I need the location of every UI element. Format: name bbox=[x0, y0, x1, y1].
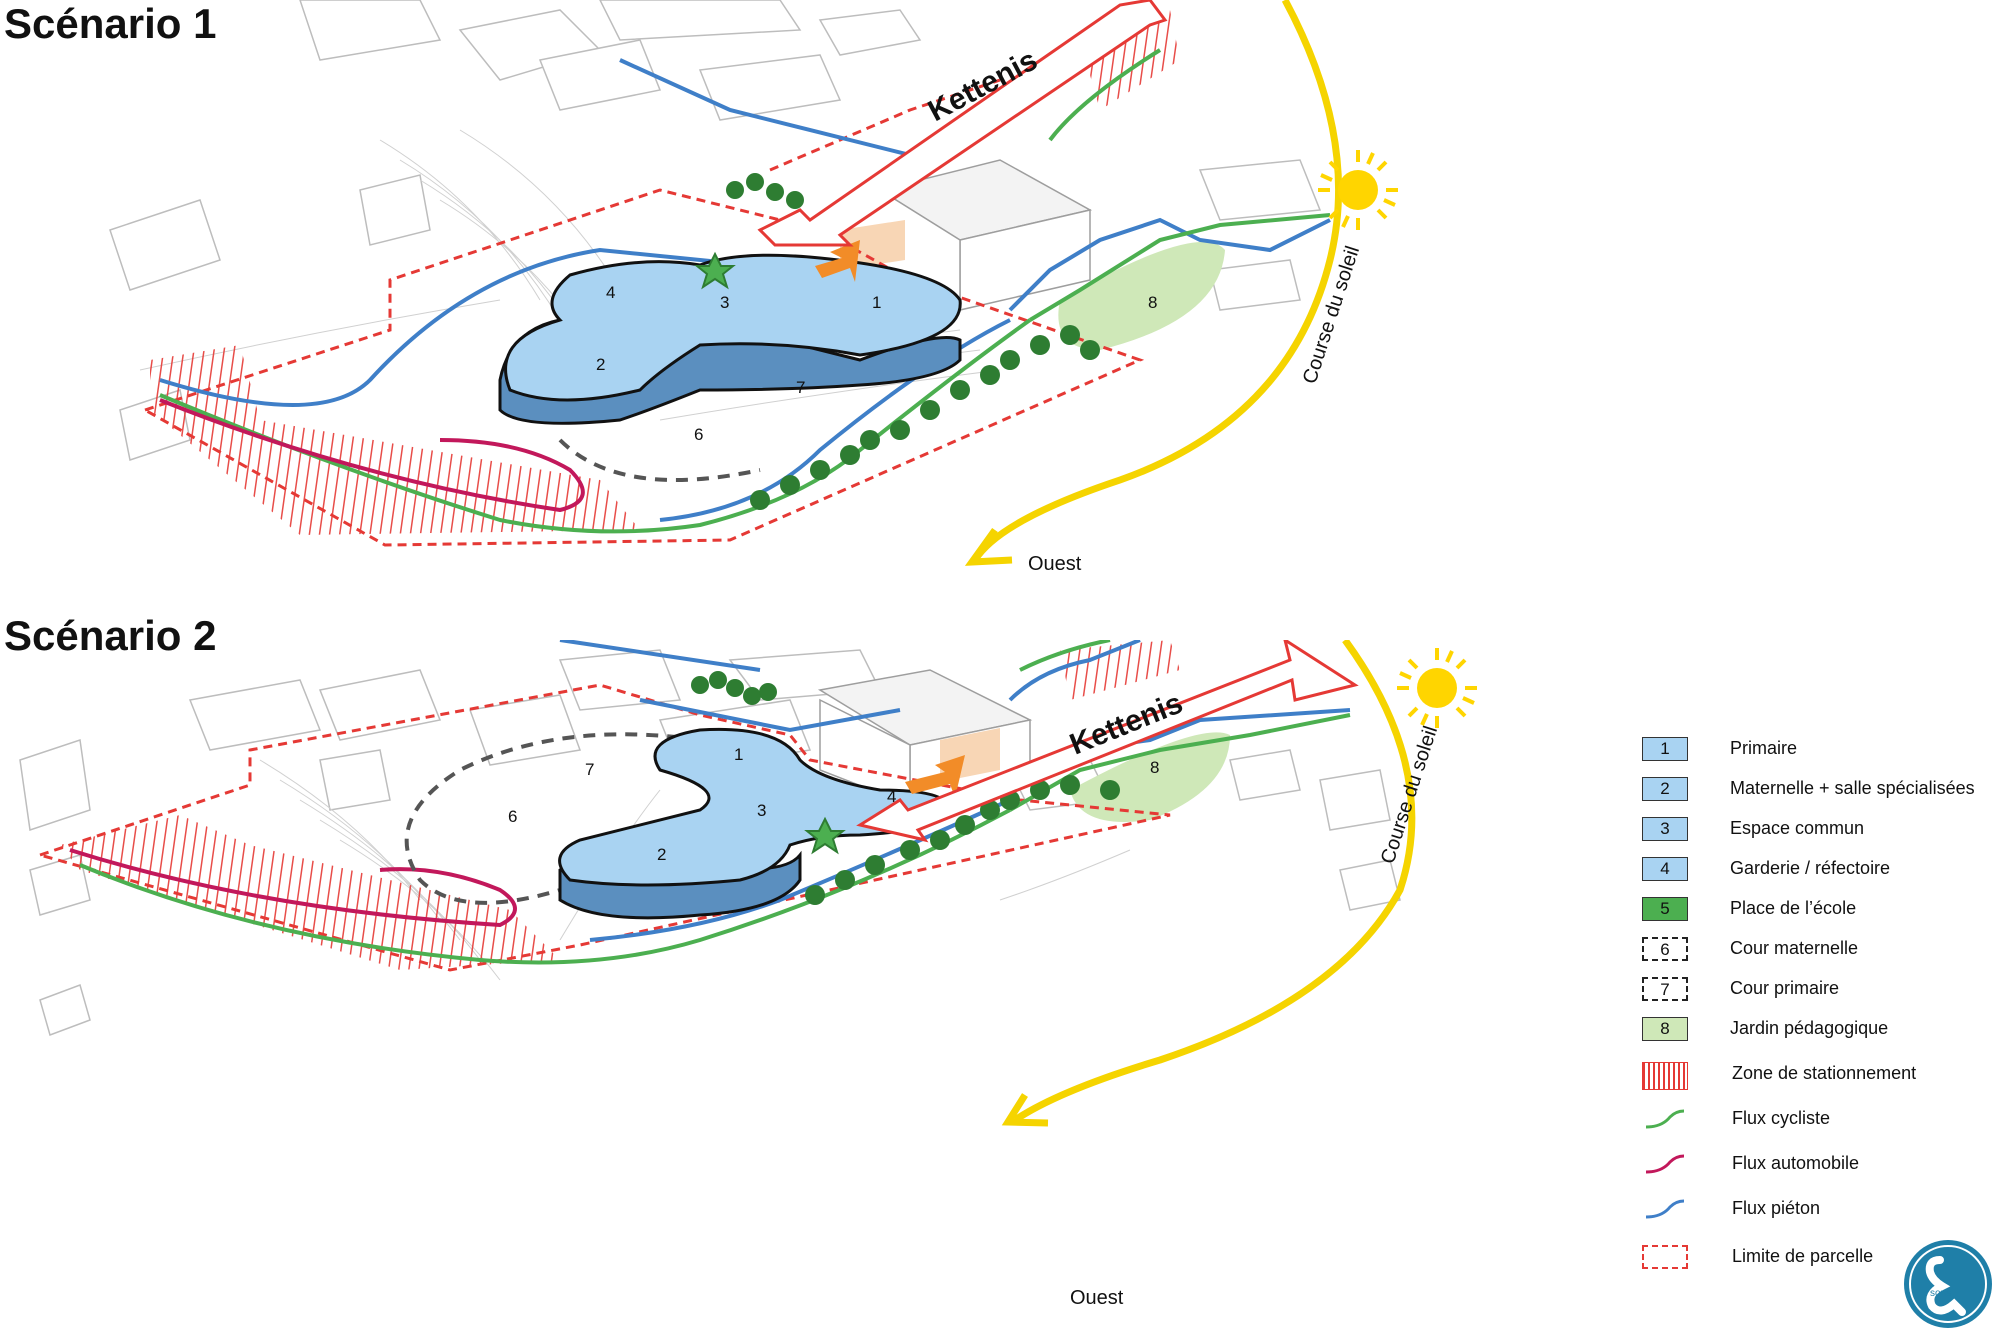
legend-swatch: 7 bbox=[1642, 977, 1688, 1001]
legend-label: Flux piéton bbox=[1732, 1198, 1821, 1218]
zone-8-garden bbox=[1058, 241, 1225, 350]
zone-7-label: 7 bbox=[585, 760, 594, 779]
school-square-marker bbox=[694, 251, 736, 290]
legend-label: Primaire bbox=[1730, 738, 1798, 758]
trees bbox=[726, 173, 1100, 510]
legend-swatch: 8 bbox=[1642, 1017, 1688, 1041]
legend-swatch bbox=[1642, 1062, 1688, 1090]
legend-item: Flux piéton bbox=[1638, 1195, 2000, 1225]
zone-6-label: 6 bbox=[694, 425, 703, 444]
zone-1-label: 1 bbox=[872, 293, 881, 312]
trees bbox=[691, 671, 1120, 905]
kettenis-street-arrow bbox=[856, 640, 1359, 843]
scenario-2-title: Scénario 2 bbox=[4, 612, 217, 659]
sun-path-arc bbox=[972, 0, 1343, 562]
legend-label: Espace commun bbox=[1730, 818, 1865, 838]
legend-label: Maternelle + salle spécialisées bbox=[1730, 778, 1975, 798]
zone-8-label: 8 bbox=[1148, 293, 1157, 312]
zone-2-label: 2 bbox=[596, 355, 605, 374]
legend-swatch: 1 bbox=[1642, 737, 1688, 761]
cyclist-flow bbox=[159, 48, 1331, 534]
zone-1-label: 1 bbox=[734, 745, 743, 764]
sun-path-arrowhead bbox=[1001, 1093, 1049, 1127]
legend-swatch: 2 bbox=[1642, 777, 1688, 801]
legend-item: 8 Jardin pédagogique bbox=[1638, 1015, 2000, 1045]
zone-4-label: 4 bbox=[887, 787, 896, 806]
legend-label: Jardin pédagogique bbox=[1730, 1018, 1889, 1038]
context-buildings bbox=[109, 0, 1322, 461]
legend-item: 7 Cour primaire bbox=[1638, 975, 2000, 1005]
legend-label: Zone de stationnement bbox=[1732, 1063, 1917, 1083]
legend-item: Flux cycliste bbox=[1638, 1105, 2000, 1135]
legend-label: Flux cycliste bbox=[1732, 1108, 1831, 1128]
legend-item: 4 Garderie / réfectoire bbox=[1638, 855, 2000, 885]
car-flow bbox=[159, 398, 585, 513]
entrance-arrow bbox=[905, 755, 965, 798]
entrance-arrow bbox=[815, 240, 860, 282]
legend-swatch: 5 bbox=[1642, 897, 1688, 921]
legend-label: Place de l’école bbox=[1730, 898, 1857, 918]
legend-label: Cour maternelle bbox=[1730, 938, 1859, 958]
legend-item: Zone de stationnement bbox=[1638, 1060, 2000, 1090]
sun-icon bbox=[1397, 648, 1477, 728]
legend-label: Limite de parcelle bbox=[1732, 1246, 1874, 1266]
legend-item: 2 Maternelle + salle spécialisées bbox=[1638, 775, 2000, 805]
parking-zone-west bbox=[60, 815, 560, 970]
scenario-2-diagram: Kettenis 1 2 3 4 6 7 8 Course du soleil … bbox=[19, 640, 1477, 1309]
sun-path-arrowhead bbox=[964, 527, 1013, 566]
legend-swatch: 4 bbox=[1642, 857, 1688, 881]
car-flow bbox=[69, 848, 517, 928]
legend-label: Flux automobile bbox=[1732, 1153, 1860, 1173]
west-label: Ouest bbox=[1070, 1287, 1124, 1309]
legend-label: Cour primaire bbox=[1730, 978, 1840, 998]
zone-6-label: 6 bbox=[508, 807, 517, 826]
zone-6-boundary bbox=[558, 438, 761, 482]
scenario-1-title: Scénario 1 bbox=[4, 0, 217, 47]
sons-logo: sons bbox=[1904, 1240, 1992, 1328]
legend-item: 5 Place de l’école bbox=[1638, 895, 2000, 925]
zone-8-label: 8 bbox=[1150, 758, 1159, 777]
legend-item: Flux automobile bbox=[1638, 1150, 2000, 1180]
sun-icon bbox=[1318, 150, 1398, 230]
logo-text: sons bbox=[1930, 1288, 1951, 1299]
zone-3-label: 3 bbox=[757, 801, 766, 820]
legend-swatch: 6 bbox=[1642, 937, 1688, 961]
cyclist-flow bbox=[79, 640, 1351, 965]
zone-7-label: 7 bbox=[796, 378, 805, 397]
zone-2-label: 2 bbox=[657, 845, 666, 864]
legend-swatch bbox=[1642, 1152, 1688, 1176]
zone-4-label: 4 bbox=[606, 283, 615, 302]
school-building bbox=[498, 253, 962, 425]
zone-6-7-boundary bbox=[404, 732, 701, 905]
kettenis-street-arrow bbox=[757, 0, 1168, 247]
legend-label: Garderie / réfectoire bbox=[1730, 858, 1891, 878]
legend-swatch bbox=[1642, 1197, 1688, 1221]
parcel-limit bbox=[34, 683, 1171, 972]
scenario-1-diagram: Kettenis 1 2 3 4 6 7 8 Course du soleil … bbox=[109, 0, 1398, 575]
existing-gym bbox=[817, 669, 1033, 807]
legend-item: 3 Espace commun bbox=[1638, 815, 2000, 845]
sun-path-arc bbox=[1013, 640, 1416, 1123]
west-label: Ouest bbox=[1028, 553, 1082, 575]
legend-swatch: 3 bbox=[1642, 817, 1688, 841]
zone-3-label: 3 bbox=[720, 293, 729, 312]
legend-item: Limite de parcelle bbox=[1638, 1243, 2000, 1273]
school-square-marker bbox=[804, 816, 846, 855]
parking-zone-north bbox=[1060, 640, 1180, 700]
legend-item: 1 Primaire bbox=[1638, 735, 2000, 765]
parking-zone-west bbox=[150, 345, 640, 535]
legend-swatch bbox=[1642, 1107, 1688, 1131]
legend-item: 6 Cour maternelle bbox=[1638, 935, 2000, 965]
legend-swatch bbox=[1642, 1245, 1688, 1269]
